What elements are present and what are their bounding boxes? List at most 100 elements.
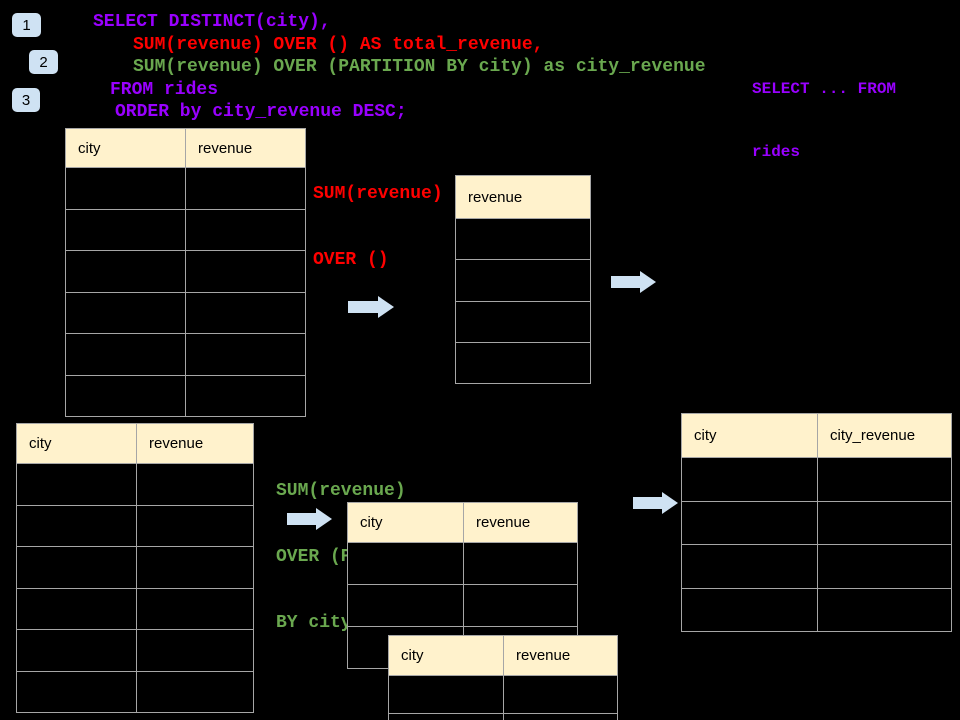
- arrow-shaft: [348, 301, 378, 313]
- table-header-row: city revenue: [16, 423, 254, 464]
- table-cell: [817, 457, 952, 502]
- table-cell: [681, 587, 818, 632]
- table-cell: [681, 544, 818, 589]
- table-row: [455, 300, 591, 343]
- table-row: [388, 713, 618, 720]
- table-header-row: city city_revenue: [681, 413, 952, 458]
- column-header-city-revenue: city_revenue: [817, 413, 952, 458]
- table-row: [347, 584, 578, 627]
- arrow-head: [662, 491, 678, 514]
- table-cell: [65, 167, 186, 210]
- column-header-city: city: [681, 413, 818, 458]
- sql-line-city-revenue: SUM(revenue) OVER (PARTITION BY city) as…: [133, 57, 706, 77]
- column-header-city: city: [65, 128, 186, 168]
- table-cell: [136, 629, 254, 672]
- table-cell: [503, 675, 618, 714]
- table-cell: [817, 500, 952, 545]
- sql-code-block: SELECT DISTINCT(city), SUM(revenue) OVER…: [0, 11, 706, 124]
- table-row: [16, 587, 254, 630]
- table-partition-step2: city revenue: [388, 635, 618, 720]
- arrow-shaft: [611, 276, 640, 288]
- column-header-city: city: [16, 423, 137, 464]
- sql-line-from: FROM rides: [110, 79, 219, 100]
- table-cell: [455, 341, 591, 385]
- table-row: [455, 341, 591, 385]
- step-badge-1: 1: [12, 13, 41, 37]
- table-cell: [65, 333, 186, 376]
- step-badge-2: 2: [29, 50, 58, 74]
- table-header-row: city revenue: [347, 502, 578, 543]
- table-cell: [455, 217, 591, 261]
- table-cell: [817, 544, 952, 589]
- annotation-total-line-2: OVER (): [313, 250, 389, 270]
- table-source-top: city revenue: [65, 128, 306, 417]
- table-cell: [185, 291, 306, 334]
- table-row: [65, 208, 306, 251]
- table-cell: [136, 463, 254, 506]
- table-cell: [16, 587, 137, 630]
- table-row: [681, 457, 952, 502]
- table-header-row: revenue: [455, 175, 591, 219]
- column-header-revenue: revenue: [455, 175, 591, 219]
- table-cell: [388, 713, 504, 720]
- arrow-shaft: [633, 496, 662, 509]
- column-header-revenue: revenue: [185, 128, 306, 168]
- table-cell: [136, 504, 254, 547]
- table-cell: [65, 250, 186, 293]
- table-cell: [185, 208, 306, 251]
- table-partition-result: city city_revenue: [681, 413, 952, 632]
- table-row: [455, 259, 591, 302]
- table-row: [16, 463, 254, 506]
- table-cell: [681, 500, 818, 545]
- table-source-bottom: city revenue: [16, 423, 254, 713]
- side-note-select-from-rides: SELECT ... FROM rides: [752, 37, 896, 205]
- column-header-city: city: [388, 635, 504, 676]
- sql-line-order-by: ORDER by city_revenue DESC;: [115, 102, 407, 122]
- annotation-total-line-1: SUM(revenue): [313, 184, 443, 204]
- table-cell: [136, 546, 254, 589]
- column-header-city: city: [347, 502, 464, 543]
- annotation-partition-line-1: SUM(revenue): [276, 481, 406, 501]
- side-note-line-2: rides: [752, 143, 801, 161]
- table-row: [388, 675, 618, 714]
- table-cell: [16, 504, 137, 547]
- table-header-row: city revenue: [388, 635, 618, 676]
- annotation-total-window: SUM(revenue) OVER (): [313, 139, 443, 315]
- right-arrow-icon: [287, 508, 332, 530]
- table-total-result: revenue: [455, 175, 591, 385]
- table-row: [65, 250, 306, 293]
- arrow-head: [378, 296, 394, 318]
- table-row: [681, 587, 952, 632]
- table-cell: [16, 546, 137, 589]
- table-cell: [16, 670, 137, 713]
- table-cell: [185, 374, 306, 417]
- table-row: [347, 542, 578, 585]
- table-cell: [16, 463, 137, 506]
- table-row: [65, 333, 306, 376]
- table-header-row: city revenue: [65, 128, 306, 168]
- table-cell: [136, 670, 254, 713]
- table-cell: [185, 250, 306, 293]
- table-cell: [347, 542, 464, 585]
- table-row: [16, 546, 254, 589]
- table-cell: [65, 208, 186, 251]
- column-header-revenue: revenue: [136, 423, 254, 464]
- table-cell: [185, 167, 306, 210]
- table-cell: [463, 542, 578, 585]
- right-arrow-icon: [633, 491, 678, 514]
- table-row: [681, 544, 952, 589]
- table-cell: [16, 629, 137, 672]
- step-badge-3: 3: [12, 88, 40, 112]
- table-cell: [347, 584, 464, 627]
- table-cell: [65, 374, 186, 417]
- right-arrow-icon: [611, 271, 656, 293]
- table-cell: [463, 584, 578, 627]
- arrow-head: [640, 271, 656, 293]
- table-row: [16, 629, 254, 672]
- side-note-line-1: SELECT ... FROM: [752, 80, 897, 98]
- column-header-revenue: revenue: [463, 502, 578, 543]
- table-row: [16, 670, 254, 713]
- table-cell: [817, 587, 952, 632]
- table-row: [455, 217, 591, 261]
